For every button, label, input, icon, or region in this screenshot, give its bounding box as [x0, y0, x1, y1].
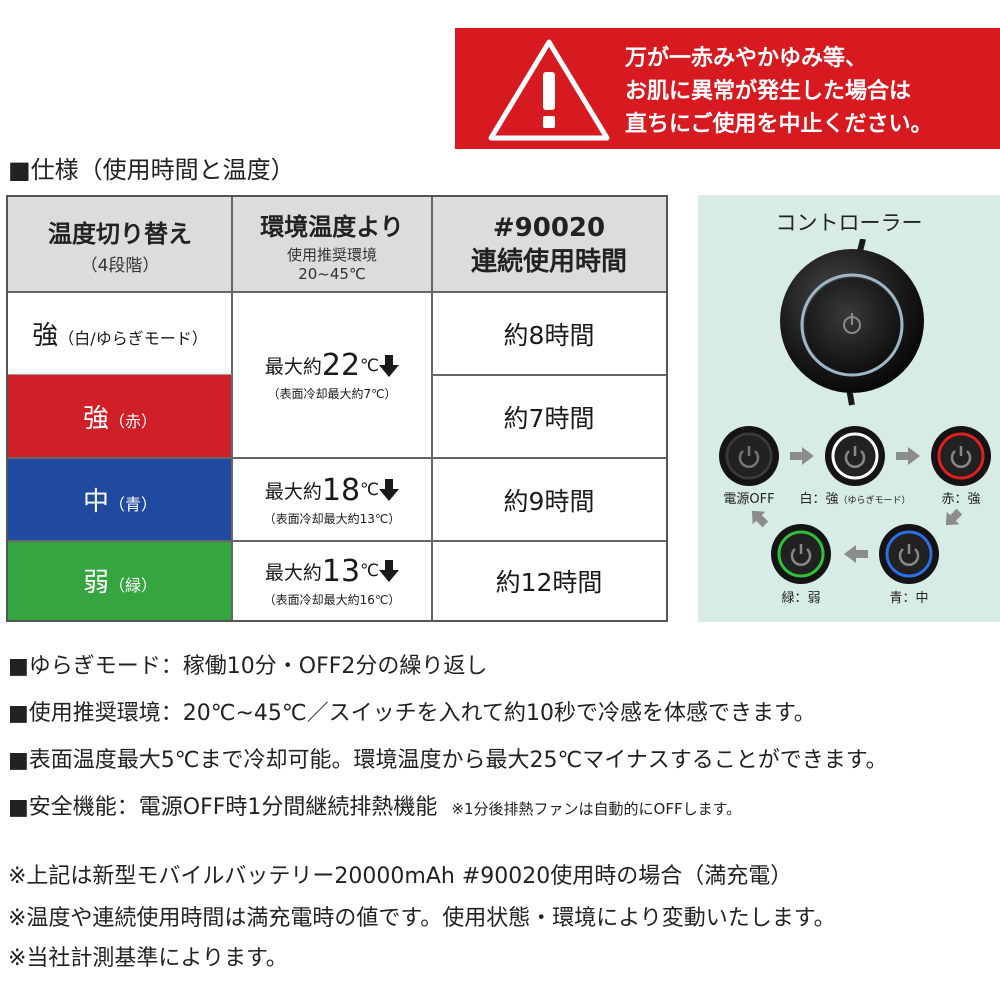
mode-cell-white: 強（白/ゆらぎモード）: [8, 292, 232, 375]
warning-line: 万が一赤みやかゆみ等、: [625, 46, 868, 71]
temp-note: （表面冷却最大約16℃）: [263, 592, 401, 607]
header-temp-range: 20~45℃: [298, 264, 366, 283]
feature-item: ■安全機能：電源OFF時1分間継続排熱機能 ※1分後排熱ファンは自動的にOFFし…: [8, 795, 742, 820]
power-off-button-icon: [719, 426, 779, 486]
mode-label: 強（赤）: [82, 404, 158, 434]
temp-note: （表面冷却最大約7℃）: [267, 387, 397, 401]
table-divider: [8, 291, 666, 293]
state-label-white: 白：強（ゆらぎモード）: [799, 492, 911, 507]
header-temp-label: 環境温度より: [260, 212, 404, 241]
table-divider: [8, 457, 666, 459]
arrow-right-icon: [790, 447, 814, 465]
warning-text: 万が一赤みやかゆみ等、 お肌に異常が発生した場合は 直ちにご使用を中止ください。: [625, 42, 933, 141]
controller-panel: コントローラー 電源OFF: [698, 195, 1000, 622]
time-value: 約8時間: [503, 320, 595, 350]
table-divider: [431, 197, 433, 620]
controller-title: コントローラー: [775, 211, 923, 235]
note-item: ※上記は新型モバイルバッテリー20000mAh #90020使用時の場合（満充電…: [8, 864, 793, 889]
section-title: ■仕様（使用時間と温度）: [8, 156, 295, 184]
state-label-green: 緑：弱: [781, 591, 821, 606]
header-mode-sub: （4段階）: [80, 255, 160, 276]
mode-label: 弱（緑）: [82, 568, 158, 598]
table-divider: [231, 197, 233, 620]
arrow-down-left-icon: [945, 508, 963, 526]
time-value: 約7時間: [503, 403, 595, 433]
feature-item: ■ゆらぎモード：稼働10分・OFF2分の繰り返し: [8, 654, 488, 679]
header-cell-time: #90020 連続使用時間: [432, 197, 666, 292]
arrow-left-icon: [844, 545, 868, 563]
blue-mode-button-icon: [879, 524, 939, 584]
table-divider: [8, 374, 232, 375]
arrow-down-icon: [379, 354, 400, 377]
feature-item: ■表面温度最大5℃まで冷却可能。環境温度から最大25℃マイナスすることができます…: [8, 748, 888, 773]
header-cell-temp: 環境温度より 使用推奨環境 20~45℃: [232, 197, 432, 292]
table-divider: [8, 540, 666, 542]
note-item: ※当社計測基準によります。: [8, 946, 288, 971]
green-mode-button-icon: [771, 524, 831, 584]
state-label-blue: 青：中: [889, 591, 929, 606]
warning-banner: 万が一赤みやかゆみ等、 お肌に異常が発生した場合は 直ちにご使用を中止ください。: [455, 28, 1000, 149]
white-mode-button-icon: [825, 426, 885, 486]
spec-table: 温度切り替え （4段階） 環境温度より 使用推奨環境 20~45℃ #90020…: [6, 195, 668, 622]
warning-triangle-icon: [488, 39, 610, 141]
table-divider: [432, 374, 666, 376]
time-cell: 約7時間: [432, 375, 666, 458]
arrow-right-icon: [896, 447, 920, 465]
temp-note: （表面冷却最大約13℃）: [263, 511, 401, 526]
header-model-number: #90020: [492, 212, 606, 243]
time-value: 約12時間: [495, 567, 603, 597]
arrow-down-icon: [379, 560, 400, 582]
mode-label: 中（青）: [82, 487, 158, 517]
red-mode-button-icon: [931, 426, 991, 486]
time-cell: 約8時間: [432, 292, 666, 375]
mode-cell-red: 強（赤）: [8, 375, 232, 458]
mode-label: 強（白/ゆらぎモード）: [32, 321, 208, 351]
header-mode-label: 温度切り替え: [48, 219, 192, 248]
header-cell-mode: 温度切り替え （4段階）: [8, 197, 232, 292]
time-value: 約9時間: [503, 486, 595, 516]
state-label-red: 赤：強: [941, 492, 981, 507]
feature-item: ■使用推奨環境：20℃~45℃／スイッチを入れて約10秒で冷感を体感できます。: [8, 701, 816, 726]
mode-cell-blue: 中（青）: [8, 458, 232, 541]
time-cell: 約9時間: [432, 458, 666, 541]
note-item: ※温度や連続使用時間は満充電時の値です。使用状態・環境により変動いたします。: [8, 906, 836, 931]
controller-device-image: [780, 239, 924, 406]
warning-line: 直ちにご使用を中止ください。: [625, 112, 933, 137]
state-label-off: 電源OFF: [723, 492, 775, 507]
header-temp-sub: 使用推奨環境: [286, 245, 377, 264]
arrow-down-icon: [379, 479, 400, 501]
time-cell: 約12時間: [432, 541, 666, 620]
arrow-up-left-icon: [751, 510, 769, 528]
mode-cell-green: 弱（緑）: [8, 541, 232, 620]
warning-line: お肌に異常が発生した場合は: [625, 79, 912, 104]
header-time-label: 連続使用時間: [470, 246, 627, 277]
